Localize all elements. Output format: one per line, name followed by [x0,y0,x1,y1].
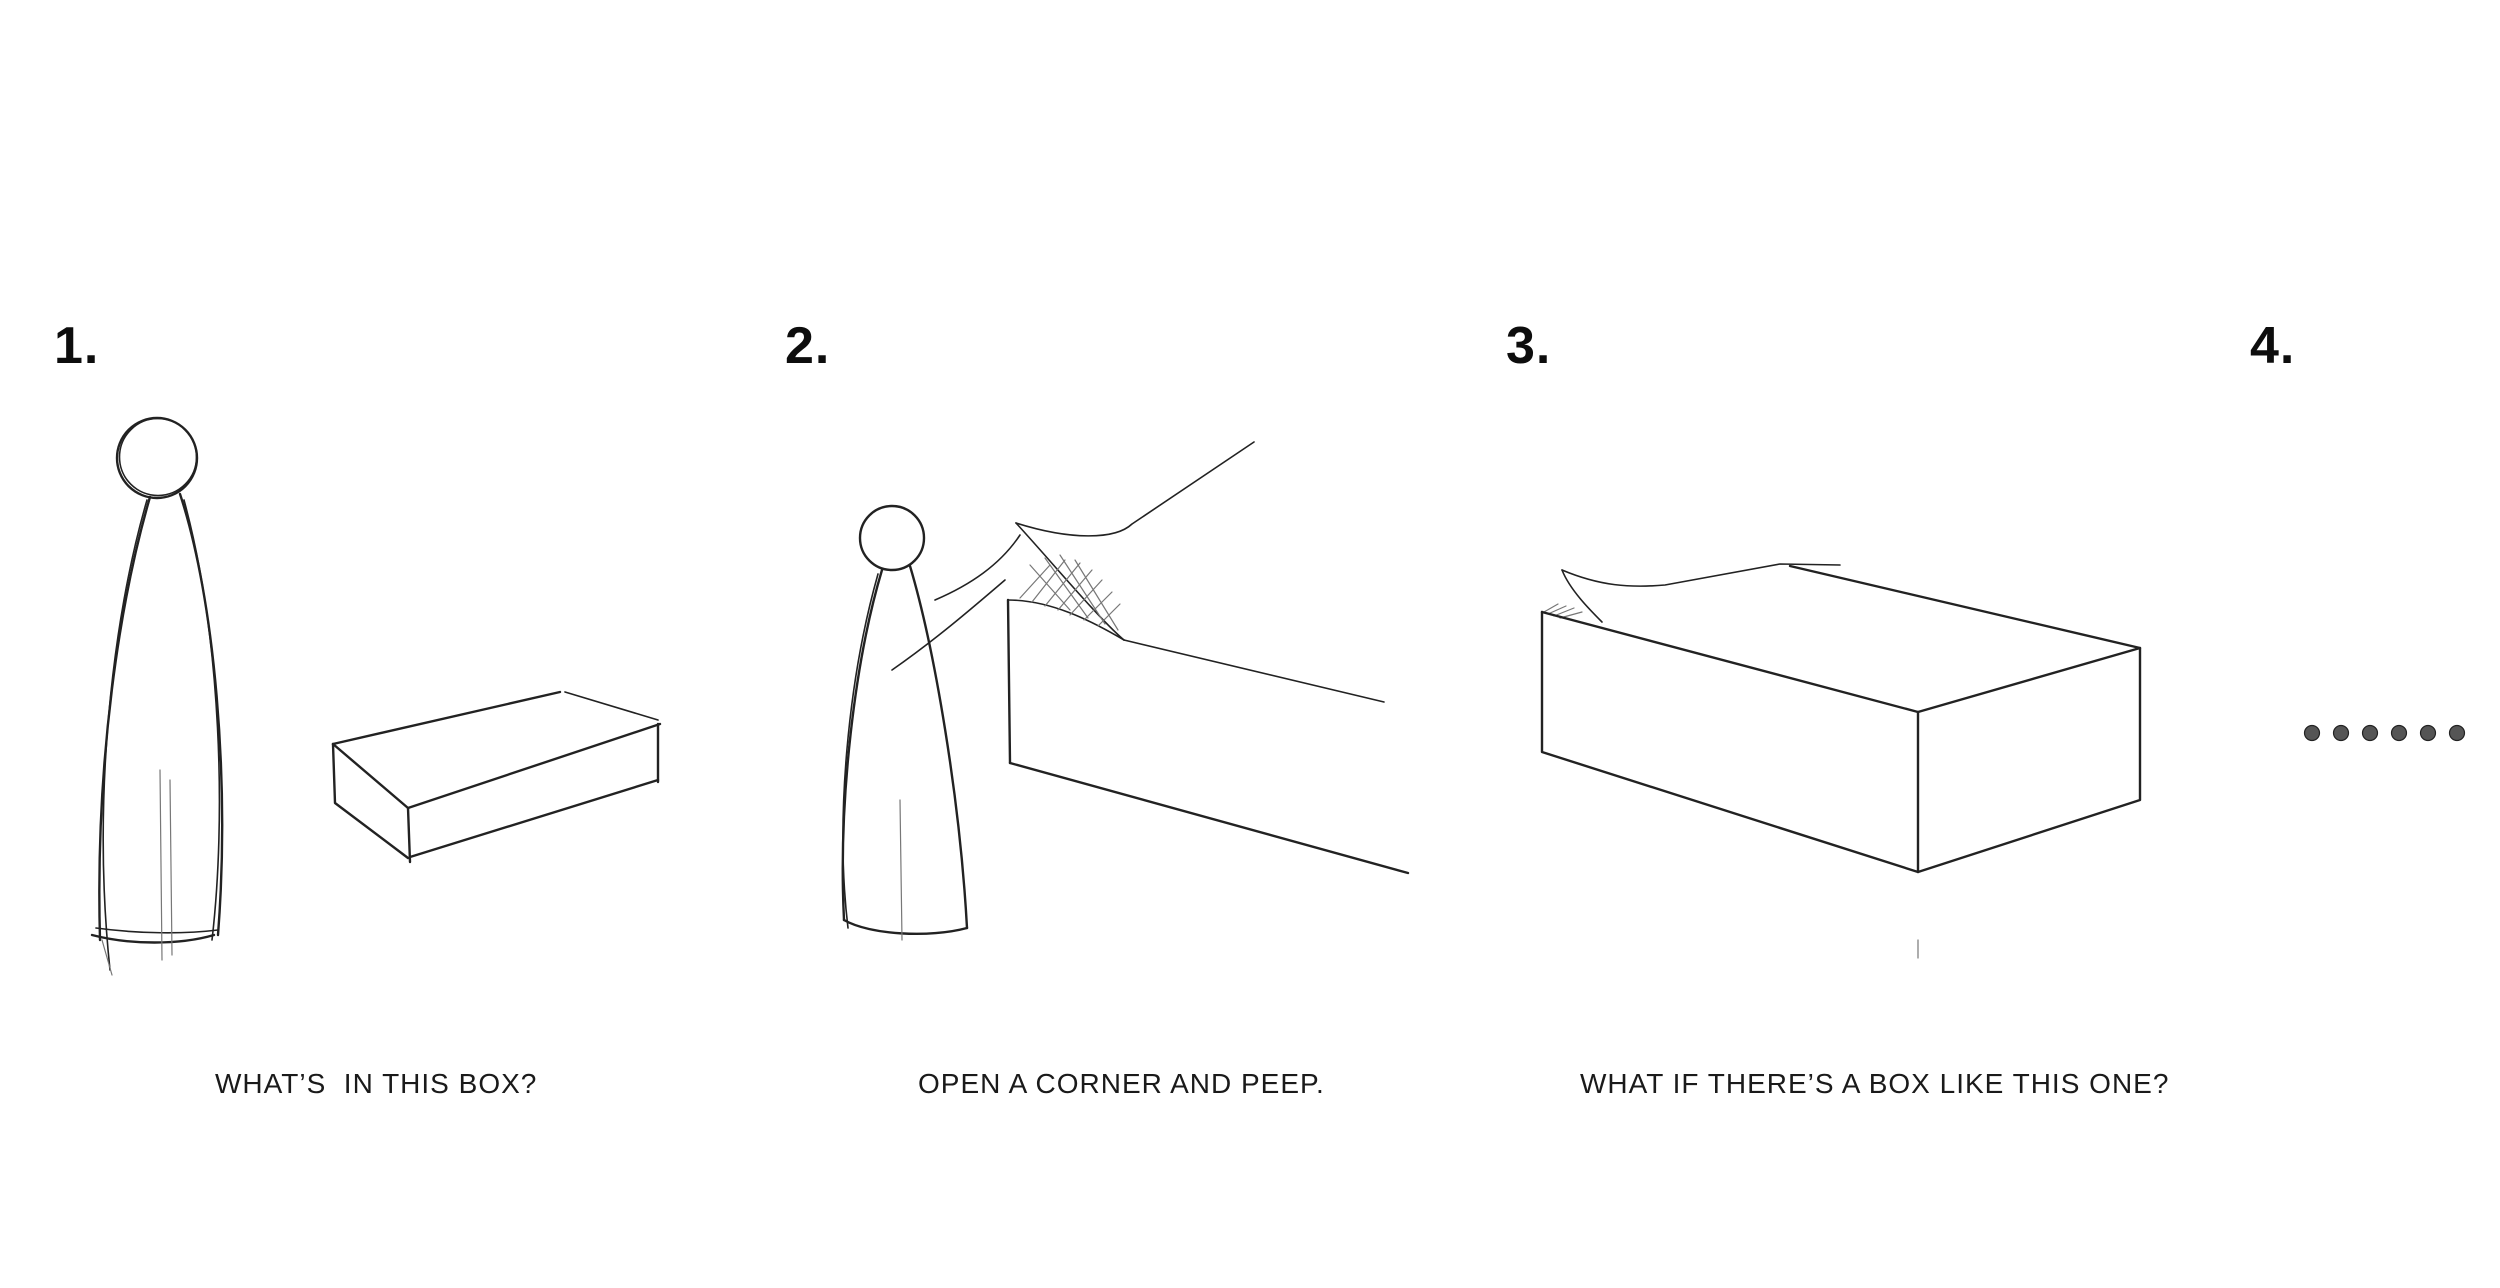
dot [2390,724,2408,742]
ellipsis-dots [2303,724,2466,742]
dot [2332,724,2350,742]
step-caption: WHAT IF THERE’S A BOX LIKE THIS ONE? [1580,1068,2170,1099]
figure-head [858,504,926,572]
dot [2303,724,2321,742]
dot [2419,724,2437,742]
step-caption: WHAT’S IN THIS BOX? [215,1068,538,1099]
figure-body-right [178,492,224,937]
step-number: 2. [785,317,831,375]
box-sketch [1540,563,2142,959]
dot [2361,724,2379,742]
figure-arm [934,534,1021,601]
step-number: 1. [54,317,100,375]
step-panel-4: 4. [2200,0,2500,1288]
step-number: 3. [1506,317,1552,375]
figure-body-right [908,564,969,930]
step-panel-3: 3. WHAT IF THERE’S A BOX LIKE THIS ONE? [1440,0,2200,1288]
figure-body-left [841,568,884,922]
large-box-illustration [1540,563,2142,959]
lifted-lid [1015,441,1255,537]
peeking-figure-illustration [841,441,1410,941]
step-number: 4. [2250,317,2296,375]
figure-body-left [98,495,152,942]
step-panel-2: 2. [720,0,1440,1288]
step-caption: OPEN A CORNER AND PEEP. [918,1068,1325,1099]
hatched-shadow [1019,554,1121,631]
dot [2448,724,2466,742]
step-panel-1: 1. WHAT’S IN THIS BOX? [0,0,720,1288]
box-sketch [331,690,662,864]
figure-and-box-illustration [90,416,662,976]
